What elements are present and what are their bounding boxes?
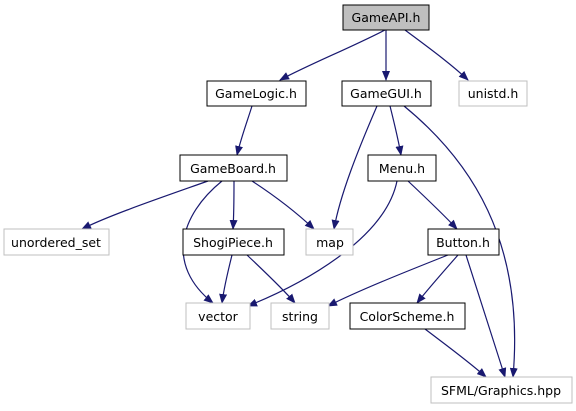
node-sfml-graphics[interactable]: SFML/Graphics.hpp	[430, 376, 573, 404]
node-string[interactable]: string	[270, 302, 330, 330]
node-label-shogipiece: ShogiPiece.h	[193, 235, 273, 250]
node-label-gamegui: GameGUI.h	[350, 86, 422, 101]
node-shogipiece[interactable]: ShogiPiece.h	[182, 228, 285, 256]
node-label-map: map	[316, 235, 344, 250]
node-unistd[interactable]: unistd.h	[458, 80, 528, 107]
node-label-vector: vector	[198, 309, 239, 324]
node-menu[interactable]: Menu.h	[367, 154, 437, 182]
node-gamegui[interactable]: GameGUI.h	[341, 80, 432, 107]
node-gameboard[interactable]: GameBoard.h	[179, 154, 288, 182]
edge-gameboard-map	[251, 180, 315, 230]
edge-gameboard-shogipiece	[229, 180, 238, 230]
edge-shogipiece-string	[246, 254, 296, 304]
node-unordered-set[interactable]: unordered_set	[3, 228, 110, 256]
node-label-unordered-set: unordered_set	[11, 235, 101, 250]
nodes: GameAPI.h GameLogic.h GameGUI.h unistd.h…	[3, 4, 573, 404]
edge-gameapi-gamelogic	[279, 29, 386, 81]
node-map[interactable]: map	[305, 228, 354, 256]
node-gamelogic[interactable]: GameLogic.h	[206, 80, 307, 107]
edge-shogipiece-vector	[219, 254, 233, 304]
node-label-sfml-graphics: SFML/Graphics.hpp	[441, 383, 561, 398]
node-label-button: Button.h	[436, 235, 490, 250]
node-label-gamelogic: GameLogic.h	[215, 86, 297, 101]
node-vector[interactable]: vector	[185, 302, 251, 330]
node-gameapi[interactable]: GameAPI.h	[342, 4, 430, 31]
node-label-gameboard: GameBoard.h	[190, 161, 276, 176]
node-label-gameapi: GameAPI.h	[352, 10, 421, 25]
edge-gameapi-unistd	[404, 29, 469, 81]
edge-gamegui-menu	[389, 105, 404, 156]
edge-gamegui-map	[331, 105, 378, 230]
edge-button-colorscheme	[416, 254, 459, 304]
node-label-colorscheme: ColorScheme.h	[360, 309, 455, 324]
node-label-string: string	[282, 309, 318, 324]
node-label-menu: Menu.h	[379, 161, 425, 176]
edge-gamegui-sfml	[403, 105, 518, 378]
node-label-unistd: unistd.h	[468, 86, 519, 101]
edge-gameboard-unordered-set	[81, 180, 209, 230]
edge-menu-vector	[247, 180, 398, 307]
edge-menu-button	[407, 180, 458, 230]
node-button[interactable]: Button.h	[427, 228, 500, 256]
edge-gamelogic-gameboard	[235, 105, 253, 156]
edges	[81, 29, 518, 378]
edge-colorscheme-sfml	[424, 328, 487, 378]
node-colorscheme[interactable]: ColorScheme.h	[349, 302, 466, 330]
edge-button-sfml	[465, 254, 507, 378]
edge-button-string	[327, 254, 449, 307]
